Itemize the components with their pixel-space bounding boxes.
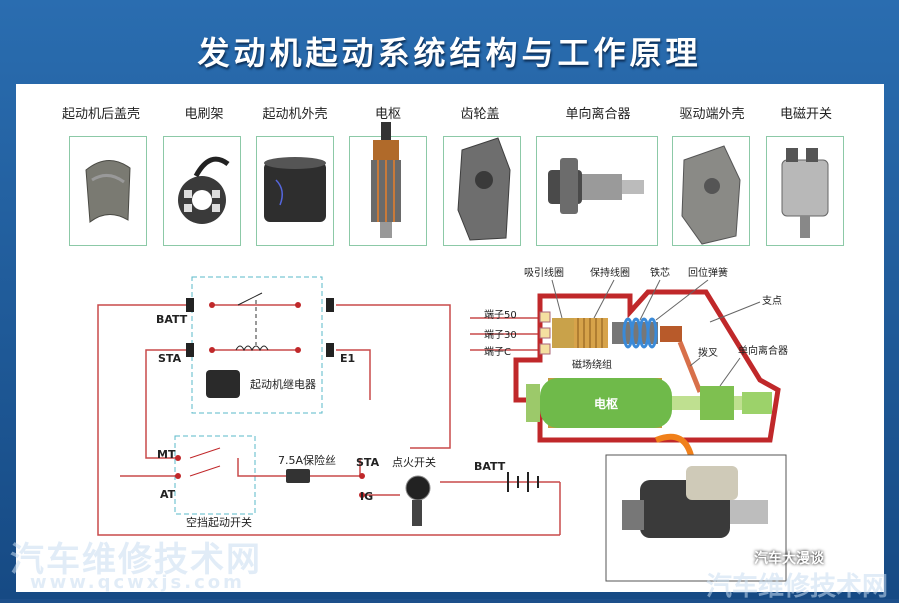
fork-label: 拨叉 [698,346,718,359]
armature-body-icon [540,378,672,428]
sta2-label: STA [356,456,380,469]
pull-in-coil-label: 吸引线圈 [524,266,564,279]
part-label-solenoid: 电磁开关 [779,107,832,122]
mt-label: MT [157,448,176,461]
ig-label: IG [360,490,373,503]
drive-end-housing-icon [681,145,741,245]
part-label-gear-cover: 齿轮盖 [460,107,500,122]
neutral-switch-box [174,435,256,515]
terminal-c-label: 端子C [484,345,511,358]
rear-cover-icon [85,160,131,223]
sta-terminal [186,343,194,357]
relay-contact-icon [295,347,301,353]
fuse-label: 7.5A保险丝 [278,453,336,467]
relay-coil-icon [235,345,269,352]
batt-label: BATT [156,313,188,326]
armature-icon [371,122,401,238]
neutral-switch-label: 空挡起动开关 [186,515,252,529]
part-label-housing: 起动机外壳 [262,107,328,122]
watermark-url: www.qcwxjs.com [30,572,245,593]
batt2-label: BATT [474,460,506,473]
relay-contact-icon [209,347,215,353]
e1-label: E1 [340,352,355,365]
relay-contact-icon [209,302,215,308]
ignition-key-icon [405,475,431,501]
relay-contact-icon [295,302,301,308]
page-title: 发动机起动系统结构与工作原理 [197,34,702,72]
battery-icon [507,472,539,492]
part-label-armature: 电枢 [374,107,401,122]
part-label-rear-cover: 起动机后盖壳 [61,107,140,122]
e1-terminal [326,343,334,357]
core-label: 铁芯 [650,266,670,279]
watermark-brand: 汽车大漫谈 [754,551,824,567]
return-spring-label: 回位弹簧 [688,266,728,279]
fork-icon [677,341,703,393]
solenoid-switch-icon [781,148,829,238]
batt-terminal [186,298,194,312]
hold-coil-label: 保持线圈 [590,266,630,279]
part-label-brush-holder: 电刷架 [184,107,224,122]
brush-holder-icon [178,156,230,224]
sta-label: STA [158,352,182,365]
return-spring-icon [622,317,658,349]
part-label-clutch: 单向离合器 [565,107,631,122]
starter-cutaway [513,289,781,470]
terminal-50-label: 端子50 [484,308,517,321]
field-coil-label: 磁场绕组 [572,358,612,371]
overrunning-clutch-icon [548,158,644,214]
starter-housing-icon [264,157,326,222]
watermark-site-name-right: 汽车维修技术网 [706,572,889,602]
at-label: AT [160,488,176,501]
relay-switch-icon [237,292,263,306]
part-label-drive-end: 驱动端外壳 [679,107,745,122]
clutch-label: 单向离合器 [738,344,788,357]
armature-label: 电枢 [594,396,618,411]
ignition-label: 点火开关 [392,455,436,469]
terminal-30-label: 端子30 [484,328,517,341]
relay-out-terminal [326,298,334,312]
relay-label: 起动机继电器 [250,377,316,391]
pull-in-coil-icon [552,318,574,348]
pivot-label: 支点 [762,295,782,307]
starter-motor-icon [622,466,768,538]
hold-coil-icon [574,318,608,348]
fuse-icon [286,469,310,483]
relay-body-icon [206,370,240,398]
watermark-site-name: 汽车维修技术网 [10,540,262,580]
gear-cover-icon [457,137,511,241]
core-icon [612,322,658,344]
wiring [97,304,561,536]
